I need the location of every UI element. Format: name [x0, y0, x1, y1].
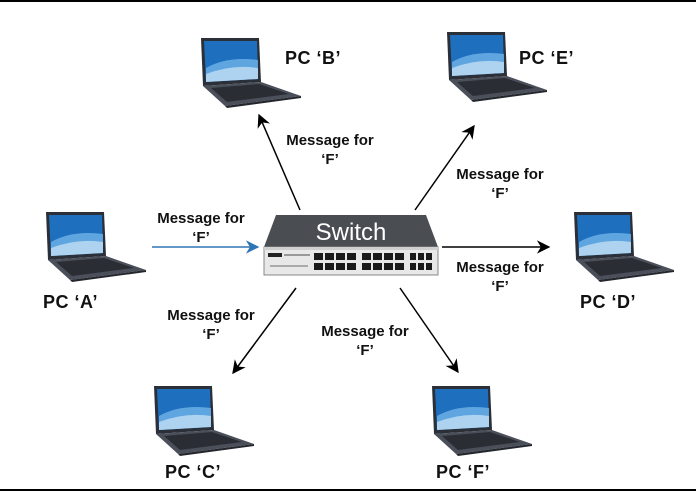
message-line2: ‘F’: [202, 326, 220, 343]
arrow-switch-to-f: [399, 287, 459, 374]
message-label-switch-e: Message for ‘F’: [445, 165, 555, 203]
switch-label: Switch: [315, 219, 387, 246]
pc-label-d: PC ‘D’: [580, 292, 637, 312]
message-line1: Message for: [157, 210, 245, 227]
arrow-switch-to-c: [232, 287, 297, 375]
bottom-border: [0, 489, 696, 491]
message-line2: ‘F’: [356, 342, 374, 359]
pc-label-c: PC ‘C’: [165, 462, 222, 482]
message-line1: Message for: [167, 307, 255, 324]
message-line2: ‘F’: [491, 185, 509, 202]
laptop-icon-pc-a: [46, 212, 146, 282]
pc-label-f: PC ‘F’: [436, 462, 491, 482]
laptop-icon-pc-c: [154, 386, 254, 456]
message-line2: ‘F’: [192, 229, 210, 246]
message-line1: Message for: [321, 323, 409, 340]
pc-label-e: PC ‘E’: [519, 48, 575, 68]
message-label-switch-f: Message for ‘F’: [310, 322, 420, 360]
network-switch: Switch: [262, 213, 440, 279]
message-line2: ‘F’: [321, 151, 339, 168]
laptop-icon-pc-e: [447, 32, 547, 102]
message-line2: ‘F’: [491, 278, 509, 295]
top-border: [0, 0, 696, 2]
message-label-switch-b: Message for ‘F’: [275, 131, 385, 169]
arrow-switch-to-e: [414, 124, 475, 211]
message-label-switch-d: Message for ‘F’: [445, 258, 555, 296]
message-label-switch-c: Message for ‘F’: [156, 306, 266, 344]
arrow-switch-to-b: [257, 113, 301, 211]
pc-label-a: PC ‘A’: [43, 292, 99, 312]
message-label-a-switch: Message for ‘F’: [146, 209, 256, 247]
laptop-icon-pc-f: [432, 386, 532, 456]
pc-label-b: PC ‘B’: [285, 48, 342, 68]
message-line1: Message for: [456, 259, 544, 276]
switch-icon: [263, 215, 439, 276]
message-line1: Message for: [456, 166, 544, 183]
laptop-icon-pc-d: [574, 212, 674, 282]
laptop-icon-pc-b: [201, 38, 301, 108]
message-line1: Message for: [286, 132, 374, 149]
